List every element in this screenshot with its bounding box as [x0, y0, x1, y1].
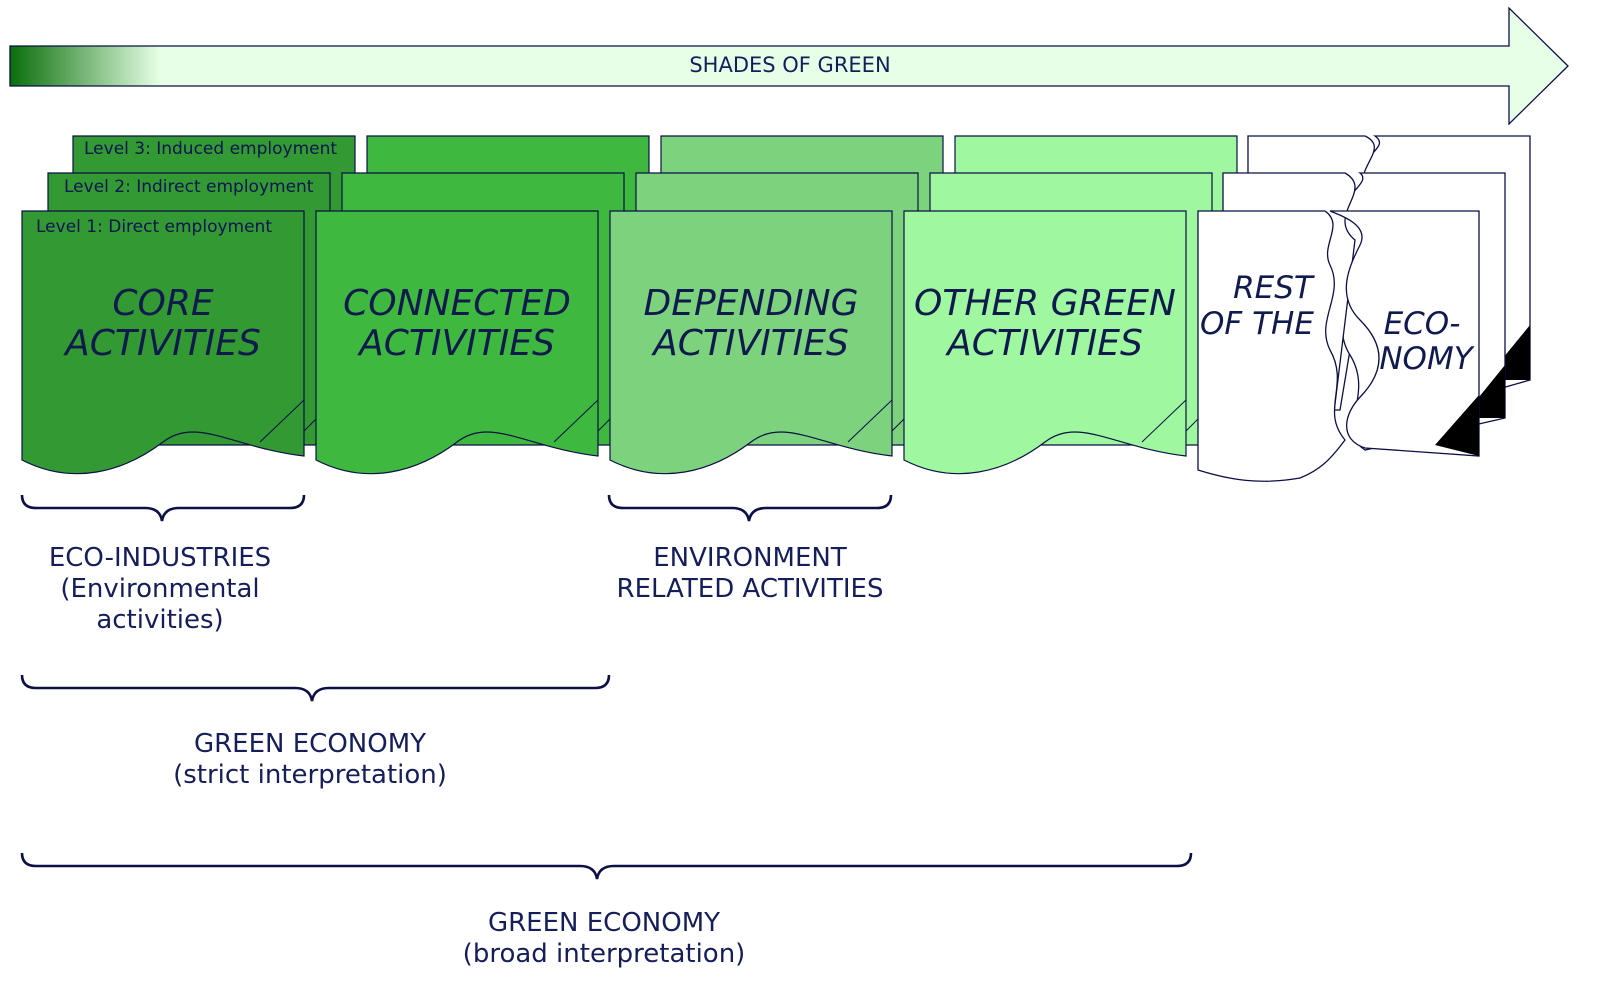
- rest-card-level-1-right: [1329, 210, 1480, 457]
- activity-columns: COREACTIVITIESCONNECTEDACTIVITIESDEPENDI…: [21, 135, 1238, 475]
- environment-related-brace: [607, 494, 893, 522]
- eco-industries-label-2: (Environmental: [60, 574, 259, 604]
- column-4-title-line-2: ACTIVITIES: [945, 323, 1143, 364]
- rest-label-line-2: OF THE: [1200, 306, 1314, 342]
- eco-industries-brace: [20, 494, 306, 522]
- column-3-card-level-1: [609, 210, 893, 475]
- column-3-title-line-1: DEPENDING: [643, 283, 858, 324]
- rest-label-line-4: NOMY: [1379, 341, 1474, 377]
- rest-label-line-3: ECO-: [1384, 306, 1461, 342]
- column-1-fold-level-1: [259, 399, 305, 443]
- rest-label-line-1: REST: [1233, 270, 1315, 306]
- green-broad-label-1: GREEN ECONOMY: [488, 908, 720, 938]
- green-broad-brace: [20, 852, 1193, 880]
- column-4-fold-level-1: [1141, 399, 1187, 443]
- shades-of-green-arrow: SHADES OF GREEN: [9, 6, 1569, 126]
- column-3-title-line-2: ACTIVITIES: [651, 323, 849, 364]
- level-1-label: Level 1: Direct employment: [36, 217, 272, 237]
- green-strict-label-2: (strict interpretation): [173, 760, 447, 790]
- column-2-title-line-1: CONNECTED: [343, 283, 571, 324]
- arrow-label: SHADES OF GREEN: [689, 53, 890, 77]
- eco-industries-label-1: ECO-INDUSTRIES: [49, 543, 271, 573]
- column-2-title-line-2: ACTIVITIES: [357, 323, 555, 364]
- column-1-card-level-1: [21, 210, 305, 475]
- level-3-label: Level 3: Induced employment: [84, 139, 337, 159]
- green-strict-label-1: GREEN ECONOMY: [194, 729, 426, 759]
- level-2-label: Level 2: Indirect employment: [64, 177, 314, 197]
- column-4-title-line-1: OTHER GREEN: [914, 283, 1176, 324]
- column-2-fold-level-1: [553, 399, 599, 443]
- green-broad-label-2: (broad interpretation): [463, 939, 746, 969]
- column-4-card-level-1: [903, 210, 1187, 475]
- environment-related-label-2: RELATED ACTIVITIES: [617, 574, 884, 604]
- environment-related-label-1: ENVIRONMENT: [653, 543, 847, 573]
- rest-of-economy: REST OF THE ECO- NOMY: [1197, 135, 1531, 482]
- green-strict-brace: [20, 674, 611, 702]
- column-2-card-level-1: [315, 210, 599, 475]
- rest-card-level-1-left: [1197, 210, 1346, 482]
- column-1-title-line-1: CORE: [112, 283, 213, 324]
- column-1-title-line-2: ACTIVITIES: [63, 323, 261, 364]
- eco-industries-label-3: activities): [96, 605, 223, 635]
- column-3-fold-level-1: [847, 399, 893, 443]
- rest-fold-1: [1435, 395, 1479, 456]
